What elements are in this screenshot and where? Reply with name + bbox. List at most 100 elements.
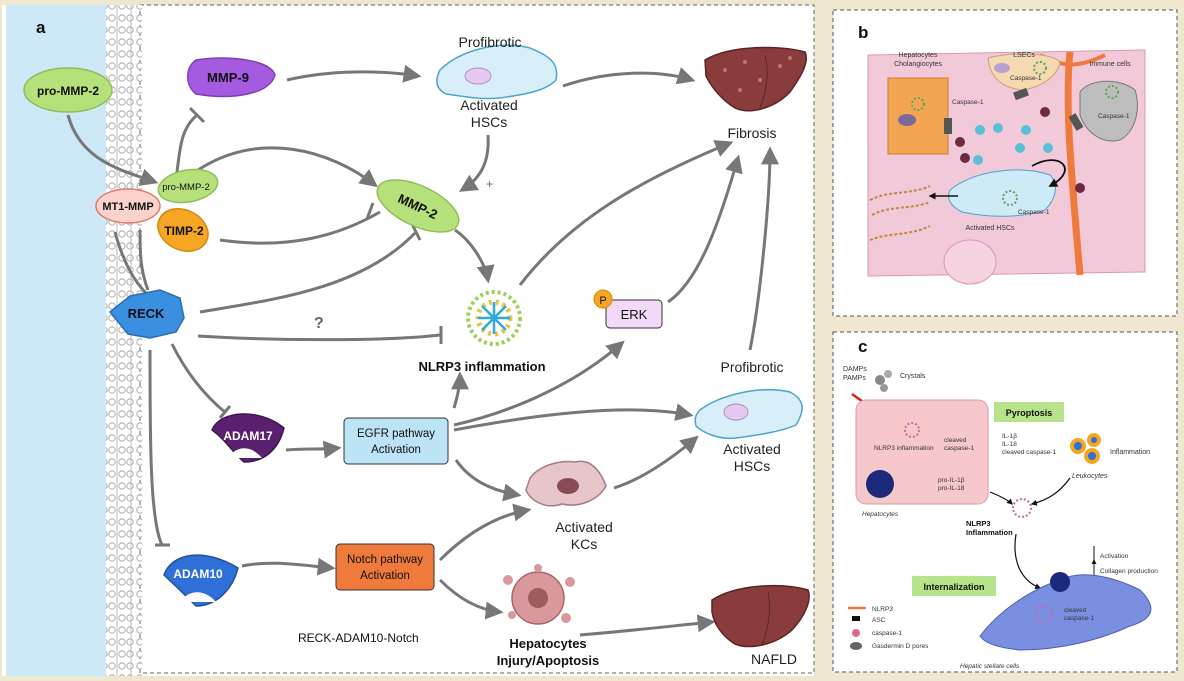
b-caspase-1d: Caspase-1 <box>1018 209 1050 216</box>
c-arrow <box>989 491 1013 505</box>
b-activated-hscs: Activated HSCs <box>965 225 1015 232</box>
notch-line-1: Notch pathway <box>347 554 423 566</box>
panel-c-letter: c <box>858 337 867 356</box>
c-il18: IL-18 <box>1002 441 1017 448</box>
c-nlrp3-inflam: NLRP3 inflammation <box>874 445 934 452</box>
c-hsc-cell <box>979 574 1152 651</box>
panel-a-letter: a <box>36 18 46 37</box>
c-hsc-nucleus <box>1050 572 1070 592</box>
egfr-line-1: EGFR pathway <box>357 428 435 440</box>
c-cleaved-1: cleaved <box>944 437 967 444</box>
c-hepatocyte-nucleus <box>866 470 894 498</box>
cell-membrane <box>106 5 142 676</box>
vessel-bulb <box>943 239 997 285</box>
activated-kcs-2: KCs <box>571 536 597 552</box>
inflammasome-icon <box>1033 61 1047 75</box>
mt1-mmp-node: MT1-MMP <box>95 188 161 224</box>
nafld-liver-icon <box>711 584 810 648</box>
erk-label: ERK <box>621 307 648 322</box>
extracellular-region <box>6 5 106 676</box>
b-caspase-1c: Caspase-1 <box>1098 113 1130 120</box>
b-caspase-1b: Caspase-1 <box>1010 75 1042 82</box>
c-hsc-cleaved-1: cleaved <box>1064 607 1087 614</box>
c-pro-il18: pro-IL-18 <box>938 485 965 492</box>
c-legend: NLRP3 ASC caspase-1 Gasdermin D pores <box>848 606 929 650</box>
c-leukocytes: Leukocytes <box>1072 473 1108 480</box>
legend-nlrp3: NLRP3 <box>872 606 893 613</box>
adam17-label: ADAM17 <box>223 429 273 443</box>
panel-b-letter: b <box>858 23 868 42</box>
c-hepatocytes: Hepatocytes <box>862 511 899 518</box>
pyroptosis-label: Pyroptosis <box>1006 408 1053 418</box>
reck-label: RECK <box>128 306 165 321</box>
mmp9-node: MMP-9 <box>187 57 276 98</box>
mt1-mmp-label: MT1-MMP <box>102 201 153 213</box>
b-hepatocytes-1: Hepatocytes <box>899 52 938 59</box>
pyroptosis-box <box>994 402 1064 422</box>
lsec-nucleus <box>994 63 1010 73</box>
panel-a-arrows <box>66 64 779 637</box>
b-caspase-1a: Caspase-1 <box>952 99 984 106</box>
panel-b: b Hepatocytes Cholangiocytes Caspase-1 L… <box>832 9 1178 317</box>
profibrotic-right: Profibrotic <box>720 359 783 375</box>
hepatocytes-2: Injury/Apoptosis <box>497 653 600 668</box>
notch-line-2: Activation <box>360 570 410 582</box>
hepatocyte-nucleus <box>898 114 916 126</box>
activated-hscs-right-1: Activated <box>723 441 781 457</box>
c-arrow <box>1030 477 1071 506</box>
profibrotic-top: Profibrotic <box>458 34 521 50</box>
egfr-pathway-box: EGFR pathway Activation <box>343 417 449 465</box>
mmp2-node: MMP-2 <box>376 179 460 233</box>
b-hepatocytes-2: Cholangiocytes <box>894 61 942 68</box>
c-nlrp3-2: Inflammation <box>966 528 1013 537</box>
panel-c: c DAMPs PAMPs Crystals NLRP3 inflammatio… <box>832 331 1178 673</box>
c-damps: DAMPs <box>843 366 867 373</box>
c-pro-il1b: pro-IL-1β <box>938 477 965 484</box>
collagen-fibers <box>869 185 931 241</box>
nafld-label: NAFLD <box>751 651 797 667</box>
c-il1b: IL-1β <box>1002 433 1017 440</box>
adam17-node: ADAM17 <box>211 413 285 463</box>
c-pamps: PAMPs <box>843 375 866 382</box>
legend-gasdermin: Gasdermin D pores <box>872 643 929 650</box>
leukocytes-icon <box>1070 433 1101 464</box>
b-immune: Immune cells <box>1089 61 1131 68</box>
inflammasome-icon <box>1012 498 1032 518</box>
inflammasome-icon <box>1002 190 1018 206</box>
activated-hsc-right-icon <box>694 388 803 440</box>
internalization-label: Internalization <box>923 582 984 592</box>
activated-hscs-top-1: Activated <box>460 97 518 113</box>
activated-hscs-top-2: HSCs <box>471 114 508 130</box>
c-cleaved-2: caspase-1 <box>944 445 974 452</box>
c-inflammation: Inflammation <box>1110 449 1150 456</box>
blood-vessel <box>1064 51 1084 276</box>
reck-node: RECK <box>108 289 185 339</box>
panel-a-border <box>139 4 815 674</box>
timp2-node: TIMP-2 <box>157 208 209 252</box>
legend-asc: ASC <box>872 617 886 624</box>
activated-hsc-top-icon <box>436 44 558 100</box>
phospho-label: P <box>599 295 606 307</box>
nlrp3-label: NLRP3 inflammation <box>418 359 545 374</box>
c-hsc-cleaved-2: caspase-1 <box>1064 615 1094 622</box>
erk-node: ERK P <box>593 289 663 329</box>
c-arrow <box>1014 533 1042 589</box>
egfr-line-2: Activation <box>371 444 421 456</box>
legend-caspase: caspase-1 <box>872 630 902 637</box>
c-crystals: Crystals <box>900 373 926 380</box>
inflammasome-icon <box>1035 605 1053 623</box>
c-nlrp3-1: NLRP3 <box>966 519 991 528</box>
adam10-label: ADAM10 <box>173 567 223 581</box>
c-collagen: Collagen production <box>1100 568 1158 575</box>
nlrp3-inflammasome-icon <box>466 290 522 346</box>
pore-icon <box>1068 113 1084 131</box>
b-lsecs: LSECs <box>1013 52 1035 59</box>
timp2-label: TIMP-2 <box>164 224 204 238</box>
inflammasome-icon <box>911 97 925 111</box>
internalization-box <box>912 576 996 596</box>
b-activated-hsc <box>948 169 1056 217</box>
pro-mmp2-inner-node: pro-MMP-2 <box>157 168 219 204</box>
activated-kc-icon <box>525 460 607 507</box>
